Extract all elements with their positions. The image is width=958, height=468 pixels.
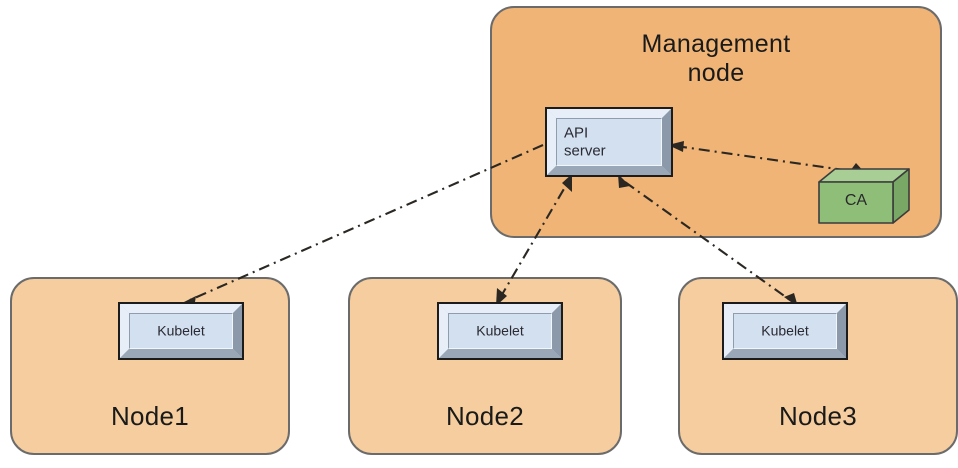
ca-cuboid-shape (818, 168, 910, 224)
bevel-facet-bottom (724, 349, 846, 358)
kubelet-box-node2: Kubelet (437, 302, 563, 360)
bevel-facet-top (724, 304, 846, 313)
node-label-node1: Node1 (110, 400, 190, 431)
bevel-facet-top (120, 304, 242, 313)
kubelet-box-node3: Kubelet (722, 302, 848, 360)
bevel-facet-bottom (439, 349, 561, 358)
kubelet-inner (733, 313, 837, 349)
kubelet-inner (129, 313, 233, 349)
bevel-facet-right (662, 109, 671, 175)
ca-label: CA (844, 192, 868, 209)
api-server-inner (556, 118, 662, 166)
bevel-facet-left (547, 109, 556, 175)
bevel-facet-bottom (120, 349, 242, 358)
node-label-node3: Node3 (778, 400, 858, 431)
kubelet-label-node2: Kubelet (476, 322, 524, 339)
kubelet-box-node1: Kubelet (118, 302, 244, 360)
node-label-node2: Node2 (445, 400, 525, 431)
bevel-facet-top (439, 304, 561, 313)
bevel-facet-top (547, 109, 671, 118)
bevel-facet-bottom (547, 166, 671, 175)
kubelet-inner (448, 313, 552, 349)
ca-box: CA (818, 168, 910, 226)
kubelet-label-node3: Kubelet (761, 322, 809, 339)
kubelet-label-node1: Kubelet (157, 322, 205, 339)
